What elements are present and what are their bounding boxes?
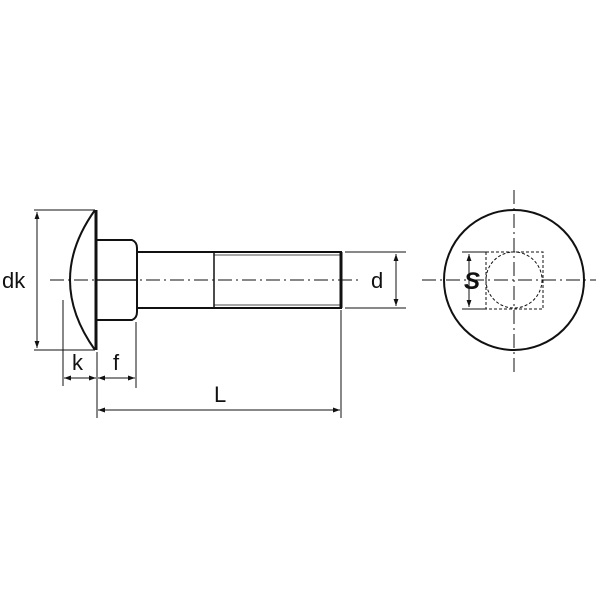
bolt-dome-head	[69, 209, 96, 351]
bolt-end-view	[422, 190, 596, 372]
L-label: L	[214, 382, 226, 407]
d-label: d	[371, 268, 383, 293]
dimension-lines	[34, 209, 486, 418]
f-label: f	[113, 350, 120, 375]
S-label: S	[464, 268, 480, 295]
dk-label: dk	[2, 268, 26, 293]
k-label: k	[72, 350, 84, 375]
square-neck	[97, 239, 138, 321]
bolt-shank	[137, 251, 342, 309]
